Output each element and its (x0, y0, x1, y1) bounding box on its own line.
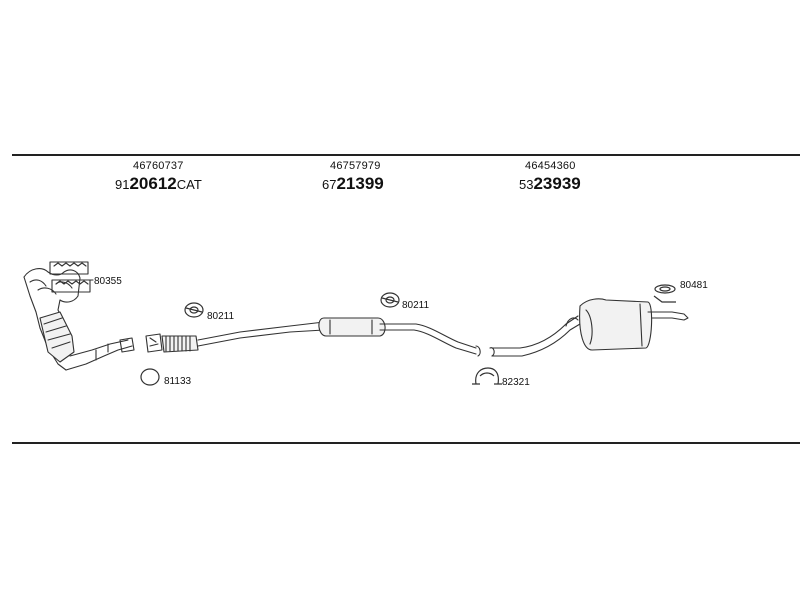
part-number: 5323939 (519, 174, 581, 193)
label-hanger-1: 80211 (207, 311, 235, 322)
middle-silencer (318, 317, 481, 357)
header-catalytic-converter: 46760737 9120612CAT (115, 160, 202, 194)
oem-number: 46757979 (330, 160, 381, 172)
label-manifold-gasket: 80355 (94, 276, 122, 287)
bottom-divider (12, 442, 800, 444)
label-hanger-2: 80211 (402, 300, 430, 311)
part-number: 6721399 (322, 174, 384, 193)
sealing-ring (140, 368, 160, 386)
header-rear-silencer: 46454360 5323939 (519, 160, 581, 194)
top-divider (12, 154, 800, 156)
part-number: 9120612CAT (115, 174, 202, 193)
rubber-hanger-2 (380, 292, 400, 308)
catalytic-converter-manifold (23, 268, 135, 371)
oem-number: 46454360 (525, 160, 576, 172)
label-pipe-clamp: 82321 (502, 377, 530, 388)
pipe-clamp (472, 367, 502, 385)
label-sealing-ring: 81133 (164, 376, 192, 387)
rubber-hanger-1 (184, 302, 204, 318)
header-middle-silencer: 46757979 6721399 (322, 160, 384, 194)
label-hanger-3: 80481 (680, 280, 708, 291)
front-pipe (145, 321, 325, 353)
rear-silencer (489, 298, 689, 357)
rubber-hanger-3 (653, 284, 676, 303)
oem-number: 46760737 (133, 160, 184, 172)
